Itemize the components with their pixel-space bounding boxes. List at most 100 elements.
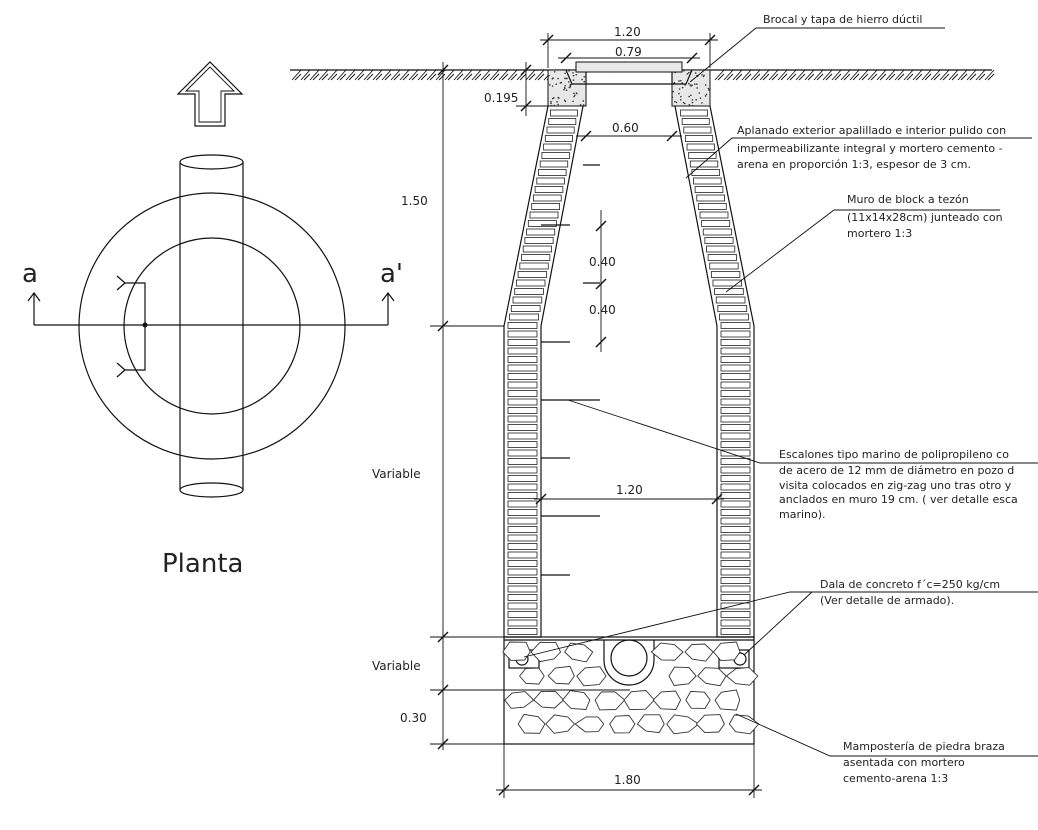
stone (728, 714, 760, 735)
brick (720, 415, 751, 423)
stone (562, 690, 591, 710)
brick (507, 407, 538, 414)
brick (720, 517, 751, 525)
brick (720, 373, 751, 380)
stone (684, 643, 714, 662)
brick (704, 237, 734, 244)
brick (706, 245, 736, 253)
brick (720, 509, 751, 516)
brick (507, 373, 538, 380)
brick (507, 551, 538, 559)
stone (574, 716, 605, 733)
brick (717, 305, 748, 312)
brick (507, 364, 538, 372)
brick (539, 160, 569, 168)
brick (681, 118, 710, 125)
brick (507, 534, 538, 542)
brick (534, 186, 564, 193)
brick (507, 560, 538, 567)
dimension-labels: 1.20 0.79 0.195 0.60 1.50 0.40 0.40 Vari… (372, 25, 643, 787)
brick (538, 169, 567, 176)
note-muro-2: (11x14x28cm) junteado con (847, 211, 1003, 224)
brick (720, 364, 751, 372)
brick (507, 432, 538, 440)
plan-title: Planta (162, 549, 243, 579)
plan-view: a a' Planta (22, 61, 403, 579)
brick (507, 500, 538, 508)
dim-top-width: 1.20 (614, 25, 641, 39)
brick (529, 211, 559, 219)
brick (720, 441, 751, 448)
brick (524, 237, 554, 244)
brick (709, 262, 739, 270)
brick (522, 245, 552, 253)
brick (516, 279, 546, 287)
brick (710, 271, 741, 278)
brick (720, 500, 751, 508)
stone (650, 642, 684, 661)
brick (507, 543, 538, 550)
note-escalones-2: de acero de 12 mm de diámetro en pozo d (779, 464, 1014, 477)
note-aplanado-2: impermeabilizante integral y mortero cem… (737, 142, 1003, 155)
section-label-right: a' (380, 259, 403, 289)
leader-lines (523, 27, 1038, 757)
note-mamposteria-1: Mampostería de piedra braza (843, 740, 1005, 753)
brick (507, 577, 538, 584)
brick (720, 407, 751, 414)
brick (720, 449, 751, 457)
brick (720, 534, 751, 542)
brick (720, 475, 751, 482)
stone (502, 641, 531, 661)
dim-neck-width: 0.60 (612, 121, 639, 135)
brick (507, 381, 538, 389)
brick (517, 271, 548, 278)
brick (507, 492, 538, 499)
stone (545, 714, 576, 734)
brick (507, 458, 538, 465)
brick (699, 211, 729, 219)
brick (544, 135, 574, 142)
brick (720, 398, 751, 406)
dim-cone-height: 1.50 (401, 194, 428, 208)
stone (668, 666, 697, 686)
brick (550, 109, 578, 117)
brick (720, 619, 751, 627)
stone (576, 666, 607, 687)
stone (652, 690, 682, 710)
brick (720, 594, 751, 601)
brick (707, 254, 737, 261)
brick (512, 296, 543, 304)
brick (693, 177, 722, 185)
stone (609, 715, 636, 734)
brick (519, 262, 549, 270)
brick (720, 424, 751, 431)
brick (507, 441, 538, 448)
section-label-left: a (22, 259, 38, 289)
dim-body-height: Variable (372, 467, 421, 481)
brick (720, 356, 751, 363)
dim-cover-width: 0.79 (615, 45, 642, 59)
brick (694, 186, 724, 193)
note-mamposteria-2: asentada con mortero (843, 756, 965, 769)
note-escalones-1: Escalones tipo marino de polipropileno c… (779, 448, 1009, 461)
note-brocal: Brocal y tapa de hierro dúctil (763, 13, 922, 26)
stone (533, 690, 565, 709)
brick (507, 356, 538, 363)
brick (720, 466, 751, 474)
stone (636, 714, 665, 734)
inner-circle (123, 237, 301, 415)
brick (527, 220, 557, 227)
dim-base-width: 1.80 (614, 773, 641, 787)
note-muro-1: Muro de block a tezón (847, 193, 969, 206)
brick (683, 126, 712, 134)
note-mamposteria-3: cemento-arena 1:3 (843, 772, 948, 785)
brick (507, 466, 538, 474)
brick (686, 143, 715, 151)
brick (719, 313, 749, 321)
brick (548, 118, 577, 125)
brick (720, 492, 751, 499)
stone (517, 713, 546, 734)
brick (507, 390, 538, 397)
